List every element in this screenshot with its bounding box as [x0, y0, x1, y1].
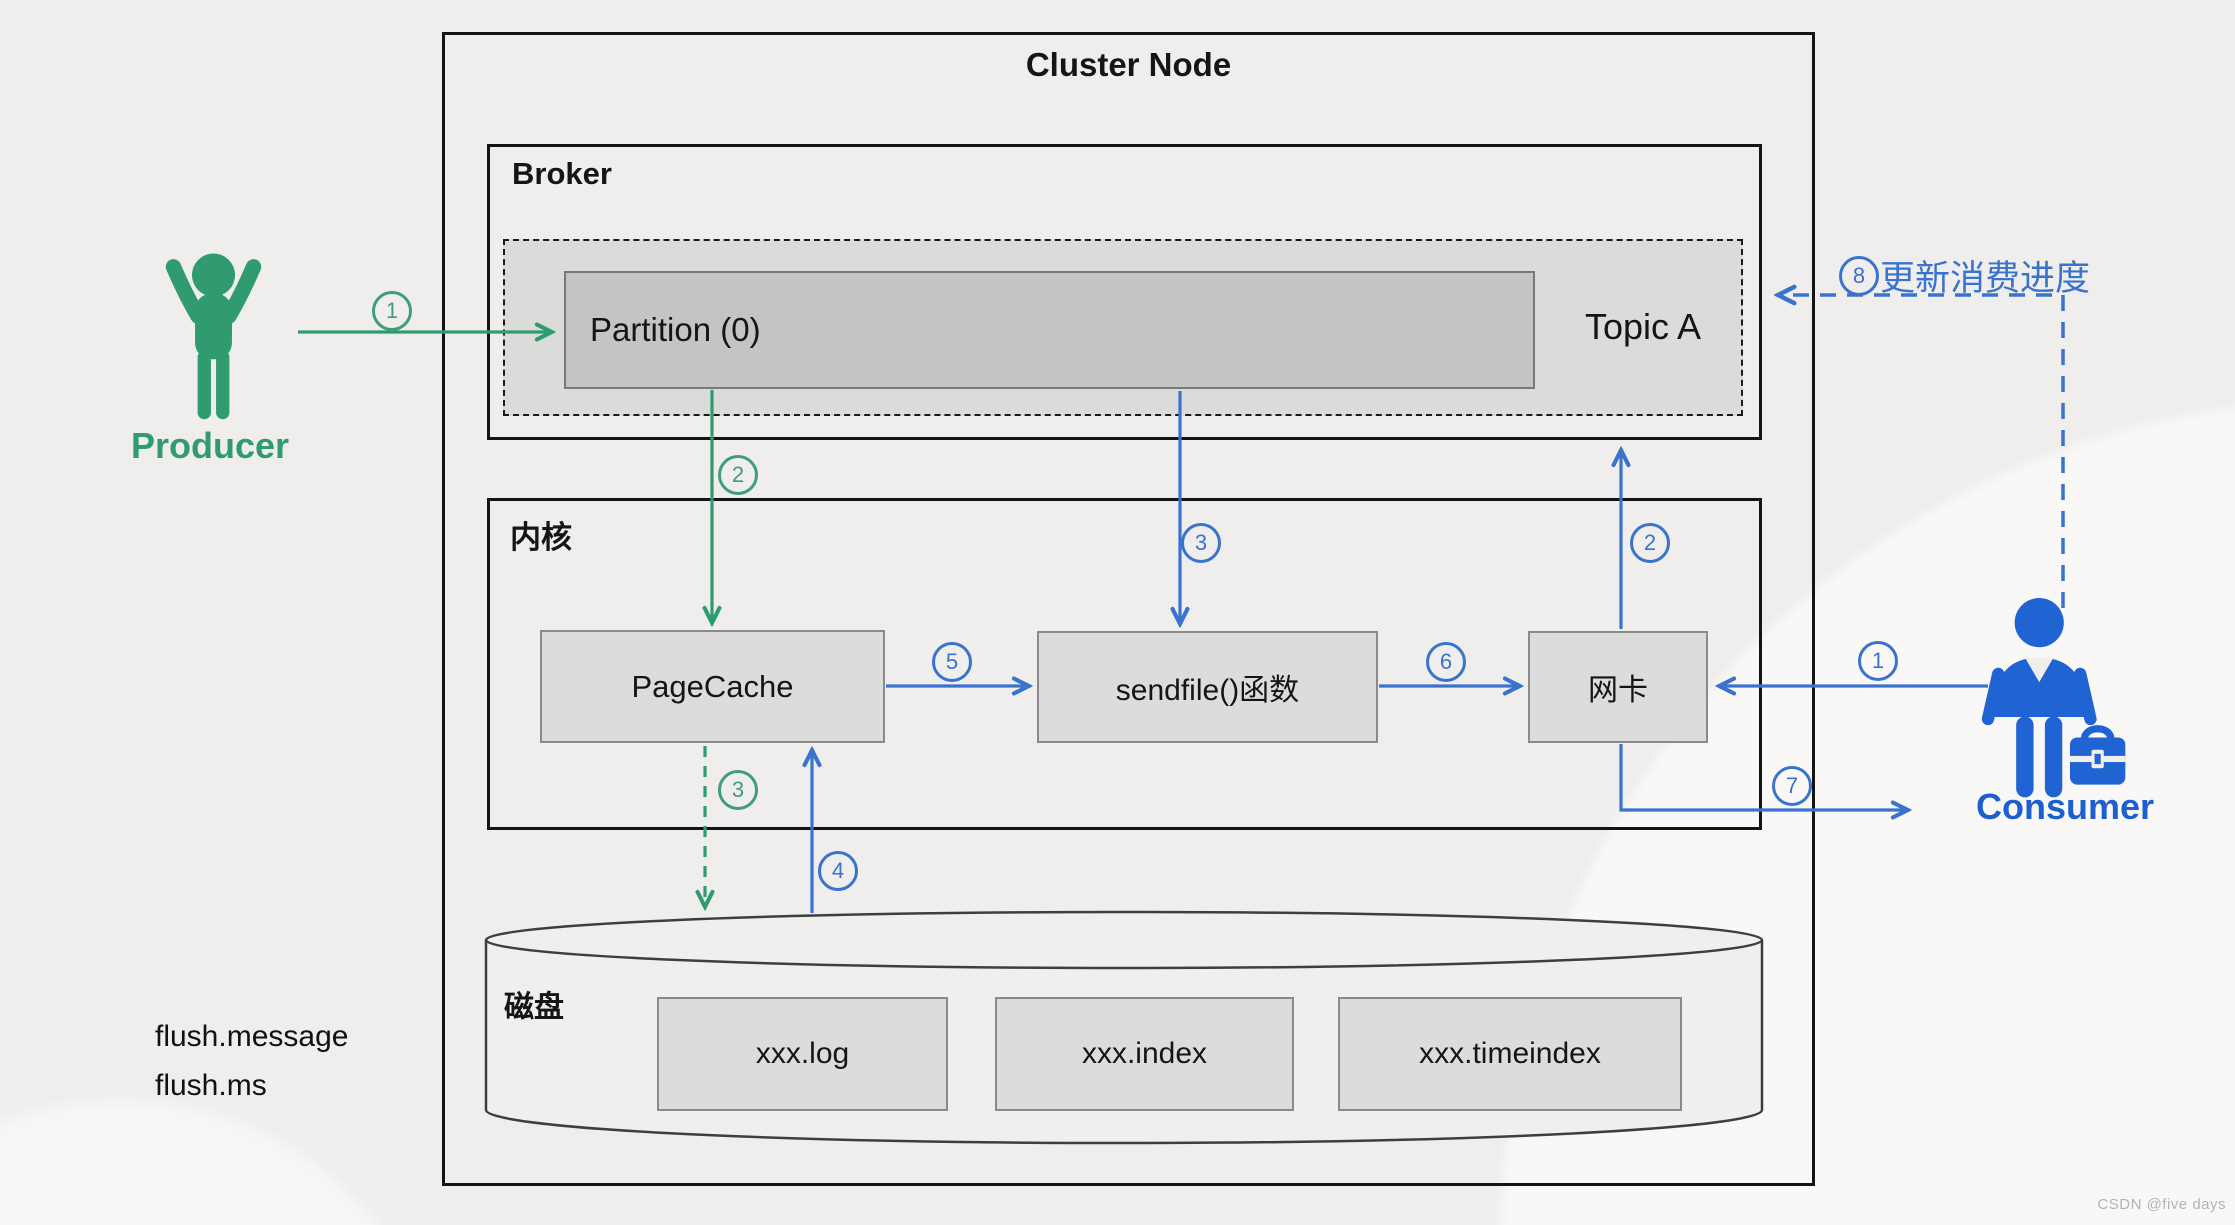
disk-file-log-box: xxx.log — [657, 997, 948, 1111]
step-badge-producer-send: 1 — [372, 291, 412, 331]
kernel-label: 内核 — [510, 520, 572, 555]
disk-file-index-box: xxx.index — [995, 997, 1294, 1111]
step-badge-nic-to-topic: 2 — [1630, 523, 1670, 563]
page-title: Cluster Node — [1025, 46, 1232, 83]
cluster-node-box — [442, 32, 1815, 1186]
step-badge-partition-to-pagecache: 2 — [718, 455, 758, 495]
kernel-box — [487, 498, 1762, 830]
step-badge-update-offset: 8 — [1839, 256, 1879, 296]
flush-config-note: flush.message flush.ms — [155, 1012, 348, 1110]
step-badge-sendfile-to-nic: 6 — [1426, 642, 1466, 682]
step-badge-partition-to-sendfile: 3 — [1181, 523, 1221, 563]
watermark: CSDN @five days — [2097, 1196, 2226, 1213]
broker-box — [487, 144, 1762, 440]
producer-person-icon — [165, 253, 262, 420]
step-badge-pagecache-to-sendfile: 5 — [932, 642, 972, 682]
step-badge-disk-to-pagecache: 4 — [818, 851, 858, 891]
consumer-figure — [1968, 596, 2133, 801]
update-offset-label: 更新消费进度 — [1880, 259, 2091, 298]
step-badge-consumer-request: 1 — [1858, 641, 1898, 681]
pagecache-label: PageCache — [631, 668, 794, 704]
nic-box: 网卡 — [1528, 631, 1708, 743]
step-badge-pagecache-flush-to-disk: 3 — [718, 770, 758, 810]
broker-label: Broker — [512, 156, 612, 191]
arrow-update-offset-dashed — [1780, 295, 2065, 608]
disk-file-timeindex-box: xxx.timeindex — [1338, 997, 1682, 1111]
topic-label: Topic A — [1584, 306, 1702, 347]
flush-ms-text: flush.ms — [155, 1069, 267, 1102]
partition-box: Partition (0) — [564, 271, 1535, 389]
disk-file-label: xxx.timeindex — [1419, 1037, 1601, 1070]
disk-label: 磁盘 — [504, 991, 564, 1024]
partition-label: Partition (0) — [590, 311, 761, 348]
consumer-label: Consumer — [1975, 786, 2155, 827]
nic-label: 网卡 — [1588, 674, 1648, 707]
pagecache-box: PageCache — [540, 630, 885, 743]
briefcase-icon — [2069, 725, 2126, 785]
consumer-person-icon — [1981, 598, 2126, 798]
sendfile-label: sendfile()函数 — [1115, 674, 1300, 707]
disk-file-label: xxx.log — [755, 1037, 850, 1070]
producer-figure — [146, 234, 281, 429]
sendfile-box: sendfile()函数 — [1037, 631, 1378, 743]
producer-label: Producer — [130, 425, 290, 466]
flush-message-text: flush.message — [155, 1020, 349, 1053]
arrow-nic-to-consumer — [1619, 744, 1906, 810]
step-badge-nic-to-consumer: 7 — [1772, 766, 1812, 806]
disk-file-label: xxx.index — [1081, 1037, 1208, 1070]
